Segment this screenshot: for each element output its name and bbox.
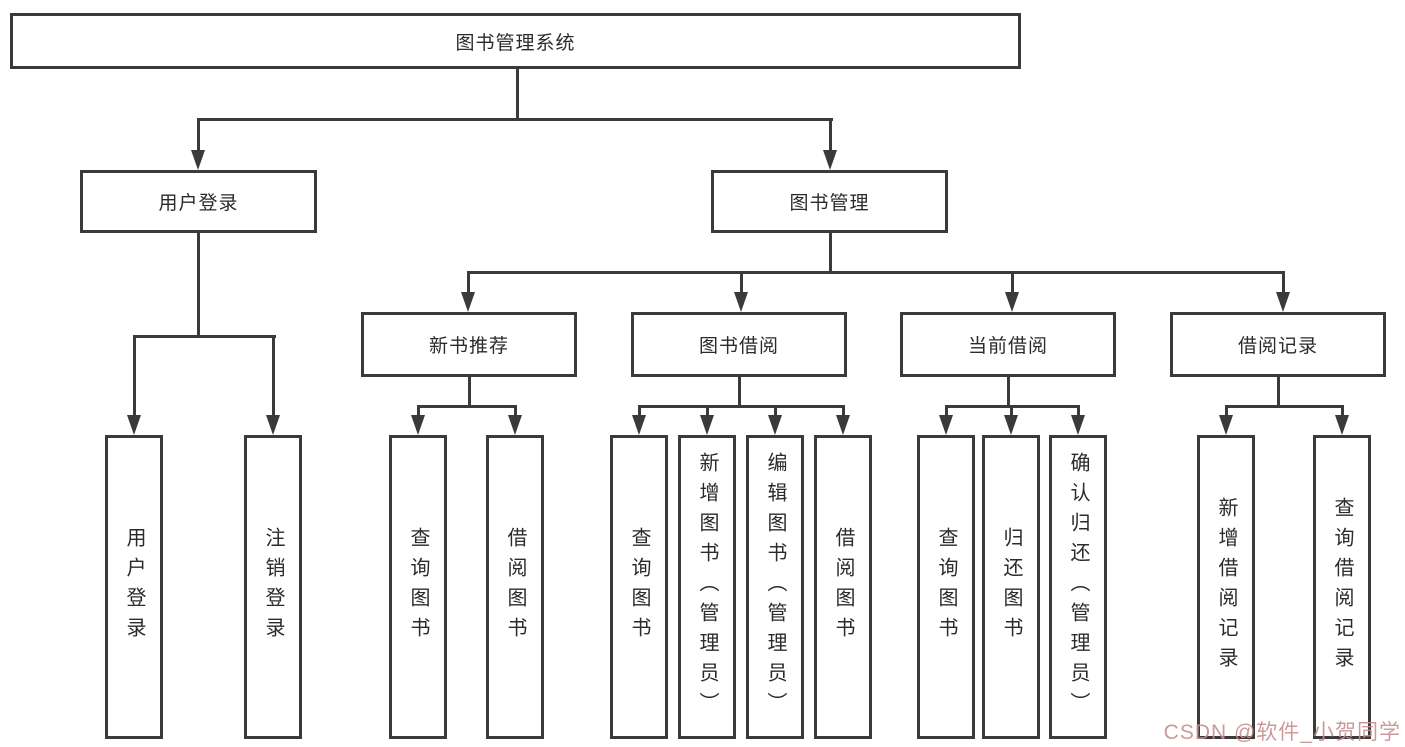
arrow-down-icon	[632, 415, 646, 435]
leaf-query-books-3: 查询图书	[917, 435, 975, 739]
connector-line	[416, 405, 517, 408]
leaf-query-books-3-label: 查询图书	[935, 527, 957, 647]
node-library-system: 图书管理系统	[10, 13, 1021, 69]
arrow-down-icon	[768, 415, 782, 435]
leaf-edit-book-admin-label: 编辑图书（管理员）	[764, 452, 786, 722]
connector-line	[513, 405, 517, 419]
leaf-add-book-admin: 新增图书（管理员）	[678, 435, 736, 739]
node-book-management-branch: 图书管理	[711, 170, 948, 233]
leaf-borrow-books-2-label: 借阅图书	[832, 527, 854, 647]
leaf-return-book: 归还图书	[982, 435, 1040, 739]
connector-line	[637, 405, 641, 419]
leaf-query-books-1: 查询图书	[389, 435, 447, 739]
connector-line	[515, 68, 519, 121]
connector-line	[466, 271, 1285, 274]
connector-line	[1340, 405, 1344, 419]
arrow-down-icon	[191, 150, 205, 170]
connector-line	[1224, 405, 1344, 408]
node-new-book-recommend: 新书推荐	[361, 312, 577, 377]
connector-line	[416, 405, 420, 419]
connector-line	[828, 118, 832, 154]
arrow-down-icon	[939, 415, 953, 435]
connector-line	[196, 118, 200, 154]
connector-line	[1281, 271, 1285, 296]
connector-line	[132, 335, 136, 419]
arrow-down-icon	[266, 415, 280, 435]
connector-line	[1076, 405, 1080, 419]
node-user-login-branch-label: 用户登录	[158, 193, 239, 214]
leaf-logout: 注销登录	[244, 435, 302, 739]
leaf-borrow-books-2: 借阅图书	[814, 435, 872, 739]
node-borrow-records-label: 借阅记录	[1237, 336, 1318, 357]
arrow-down-icon	[1005, 292, 1019, 312]
leaf-confirm-return-admin: 确认归还（管理员）	[1049, 435, 1107, 739]
arrow-down-icon	[836, 415, 850, 435]
node-book-management-branch-label: 图书管理	[789, 193, 870, 214]
arrow-down-icon	[1071, 415, 1085, 435]
leaf-query-borrow-record: 查询借阅记录	[1313, 435, 1371, 739]
leaf-logout-label: 注销登录	[262, 527, 284, 647]
connector-line	[196, 233, 200, 338]
leaf-add-book-admin-label: 新增图书（管理员）	[696, 452, 718, 722]
leaf-query-books-1-label: 查询图书	[407, 527, 429, 647]
leaf-edit-book-admin: 编辑图书（管理员）	[746, 435, 804, 739]
arrow-down-icon	[411, 415, 425, 435]
connector-line	[467, 377, 471, 408]
node-borrow-records: 借阅记录	[1170, 312, 1386, 377]
csdn-watermark: CSDN @软件_小贺同学	[1163, 721, 1401, 744]
connector-line	[944, 405, 948, 419]
connector-line	[1224, 405, 1228, 419]
arrow-down-icon	[1219, 415, 1233, 435]
connector-line	[828, 233, 832, 274]
leaf-query-books-2: 查询图书	[610, 435, 668, 739]
connector-line	[737, 377, 741, 408]
node-user-login-branch: 用户登录	[80, 170, 317, 233]
arrow-down-icon	[1004, 415, 1018, 435]
arrow-down-icon	[508, 415, 522, 435]
leaf-return-book-label: 归还图书	[1000, 527, 1022, 647]
arrow-down-icon	[734, 292, 748, 312]
leaf-user-login-label: 用户登录	[123, 527, 145, 647]
connector-line	[1006, 377, 1010, 408]
connector-line	[773, 405, 777, 419]
arrow-down-icon	[127, 415, 141, 435]
node-book-borrowing-label: 图书借阅	[698, 336, 779, 357]
arrow-down-icon	[461, 292, 475, 312]
connector-line	[1010, 271, 1014, 296]
leaf-confirm-return-admin-label: 确认归还（管理员）	[1067, 452, 1089, 722]
node-new-book-recommend-label: 新书推荐	[428, 336, 509, 357]
connector-line	[739, 271, 743, 296]
connector-line	[271, 335, 275, 419]
arrow-down-icon	[1276, 292, 1290, 312]
leaf-add-borrow-record-label: 新增借阅记录	[1215, 497, 1237, 677]
connector-line	[637, 405, 845, 408]
connector-line	[132, 335, 276, 338]
connector-line	[466, 271, 470, 296]
node-library-system-label: 图书管理系统	[455, 32, 576, 54]
connector-line	[705, 405, 709, 419]
leaf-borrow-books-1: 借阅图书	[486, 435, 544, 739]
node-current-borrowing-label: 当前借阅	[967, 336, 1048, 357]
leaf-user-login: 用户登录	[105, 435, 163, 739]
leaf-borrow-books-1-label: 借阅图书	[504, 527, 526, 647]
connector-line	[1276, 377, 1280, 408]
node-current-borrowing: 当前借阅	[900, 312, 1116, 377]
connector-line	[1009, 405, 1013, 419]
connector-line	[196, 118, 833, 121]
connector-line	[841, 405, 845, 419]
leaf-query-borrow-record-label: 查询借阅记录	[1331, 497, 1353, 677]
node-book-borrowing: 图书借阅	[631, 312, 847, 377]
arrow-down-icon	[700, 415, 714, 435]
arrow-down-icon	[1335, 415, 1349, 435]
leaf-query-books-2-label: 查询图书	[628, 527, 650, 647]
arrow-down-icon	[823, 150, 837, 170]
leaf-add-borrow-record: 新增借阅记录	[1197, 435, 1255, 739]
